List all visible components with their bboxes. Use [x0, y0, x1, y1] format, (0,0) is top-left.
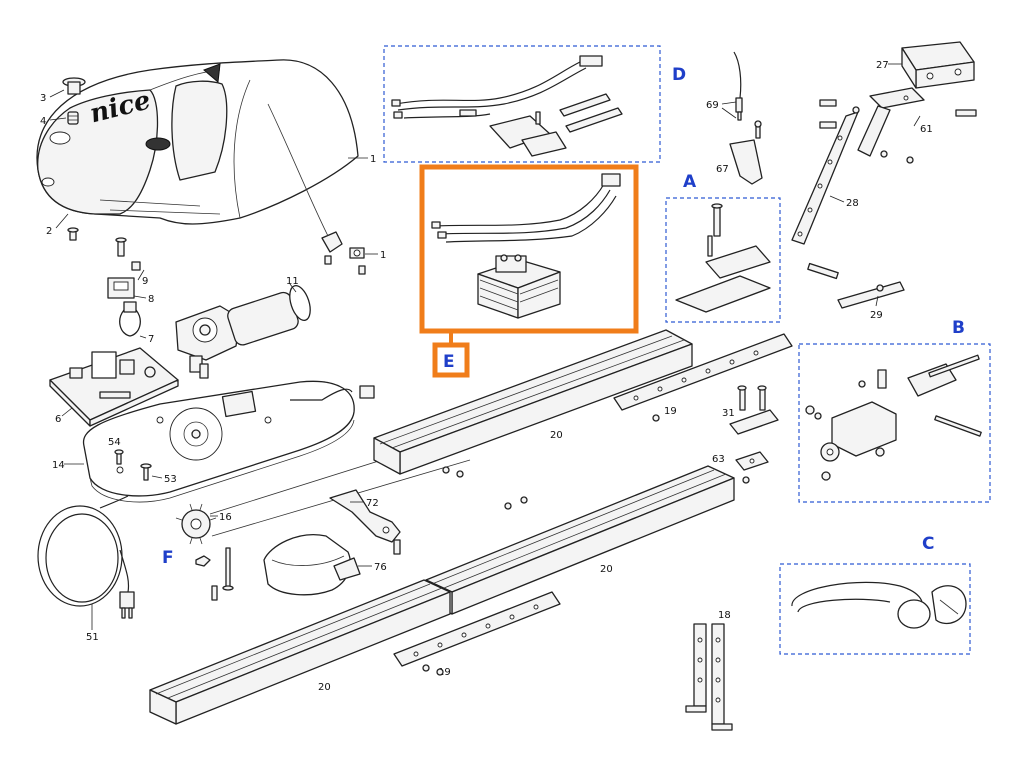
group-f-label: F — [162, 548, 174, 568]
callout-9: 9 — [142, 276, 148, 287]
screw-54[interactable] — [114, 449, 124, 465]
bracket-31[interactable] — [729, 385, 779, 435]
callout-1: 1 — [370, 154, 376, 165]
bolts-upper-right — [819, 99, 977, 164]
light-holder-1[interactable] — [321, 231, 366, 275]
arm-28[interactable] — [791, 111, 859, 245]
spring-4[interactable] — [67, 111, 79, 125]
callout-61: 61 — [920, 124, 933, 135]
group-d-box[interactable] — [383, 45, 661, 163]
callout-51: 51 — [86, 632, 99, 643]
callout-54: 54 — [108, 437, 121, 448]
screw-9[interactable] — [115, 237, 141, 271]
callout-20c: 20 — [318, 682, 331, 693]
callout-67: 67 — [716, 164, 729, 175]
callout-69: 69 — [706, 100, 719, 111]
transformer-e[interactable] — [477, 254, 561, 319]
callout-18: 18 — [718, 610, 731, 621]
post-53[interactable] — [140, 463, 152, 481]
knob-3[interactable] — [62, 77, 86, 95]
joint-plate-19-lower[interactable] — [393, 591, 561, 667]
lamp-holder-8[interactable] — [107, 277, 135, 299]
rail-nuts — [422, 414, 660, 676]
callout-4: 4 — [40, 116, 46, 127]
callout-53: 53 — [164, 474, 177, 485]
callout-76: 76 — [374, 562, 387, 573]
callout-1b: 1 — [380, 250, 386, 261]
wire-harness-e[interactable] — [431, 173, 621, 243]
sprocket-16[interactable] — [175, 503, 217, 545]
group-d-label: D — [672, 65, 686, 85]
rail-20-lower[interactable] — [149, 579, 451, 725]
callout-19a: 19 — [664, 406, 677, 417]
group-e-highlight-box[interactable] — [419, 164, 639, 334]
terminal-strips-d[interactable] — [559, 93, 623, 133]
rail-20-middle[interactable] — [425, 465, 735, 615]
group-c-box[interactable] — [779, 563, 971, 655]
callout-28: 28 — [846, 198, 859, 209]
hanger-bracket-18[interactable] — [685, 623, 733, 731]
callout-2: 2 — [46, 226, 52, 237]
group-a-label: A — [683, 172, 697, 192]
trolley-b[interactable] — [805, 354, 982, 481]
callout-29: 29 — [870, 310, 883, 321]
callout-7: 7 — [148, 334, 154, 345]
trolley-a[interactable] — [675, 203, 771, 313]
callout-11: 11 — [286, 276, 299, 287]
pin-29[interactable] — [807, 262, 905, 309]
cable-69[interactable] — [733, 51, 743, 121]
callout-72: 72 — [366, 498, 379, 509]
group-a-box[interactable] — [665, 197, 781, 323]
group-b-label: B — [952, 318, 965, 338]
gear-motor-11[interactable] — [175, 283, 314, 379]
power-cable-51[interactable] — [37, 495, 135, 619]
callout-14: 14 — [52, 460, 65, 471]
callout-63: 63 — [712, 454, 725, 465]
control-board-6[interactable] — [49, 347, 179, 427]
callout-20b: 20 — [600, 564, 613, 575]
plate-63[interactable] — [735, 451, 769, 484]
callout-20a: 20 — [550, 430, 563, 441]
bracket-72[interactable] — [329, 489, 401, 555]
rail-20-upper[interactable] — [373, 329, 693, 475]
bulb-7[interactable] — [119, 301, 141, 337]
chain-guard-76[interactable] — [263, 534, 361, 596]
arm-61[interactable] — [857, 87, 925, 157]
group-c-label: C — [922, 534, 934, 554]
bracket-67[interactable] — [729, 120, 763, 185]
nut-f[interactable] — [195, 547, 234, 601]
mount-27[interactable] — [901, 41, 975, 89]
joint-plate-19-upper[interactable] — [613, 333, 793, 411]
callout-27: 27 — [876, 60, 889, 71]
callout-3: 3 — [40, 93, 46, 104]
callout-31: 31 — [722, 408, 735, 419]
group-e-label: E — [443, 352, 455, 372]
callout-16: 16 — [219, 512, 232, 523]
callout-19b: 19 — [438, 667, 451, 678]
connector-d[interactable] — [489, 111, 567, 157]
callout-8: 8 — [148, 294, 154, 305]
group-b-box[interactable] — [798, 343, 991, 503]
wire-harness-d[interactable] — [391, 55, 603, 119]
screw-2[interactable] — [67, 227, 79, 241]
callout-6: 6 — [55, 414, 61, 425]
release-cord-c[interactable] — [791, 581, 967, 629]
motor-cover[interactable]: nice — [36, 59, 359, 225]
